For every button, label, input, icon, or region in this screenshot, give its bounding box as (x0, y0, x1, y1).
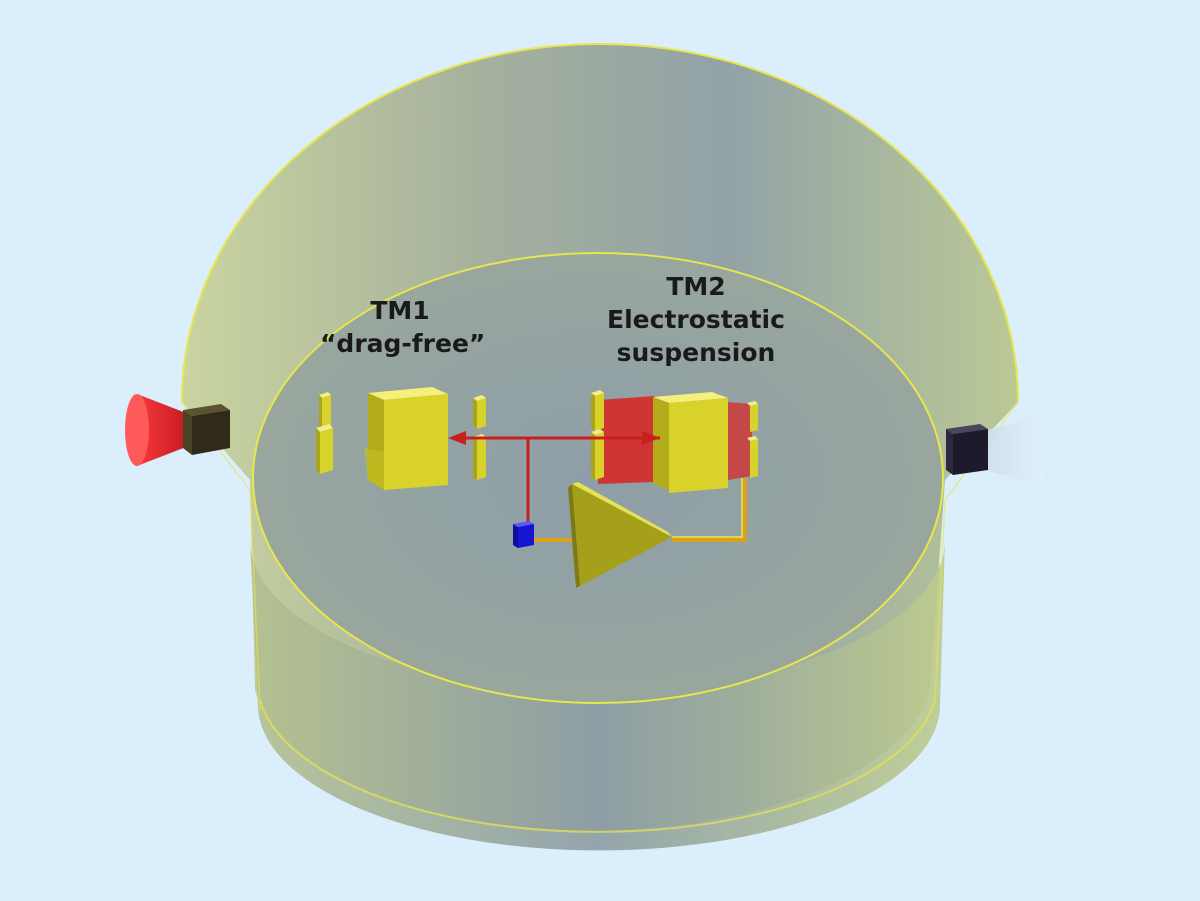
sensor-node (513, 521, 534, 548)
tm2-suspension-field (598, 396, 752, 484)
housing-bottom-rim (259, 699, 936, 833)
tm1-test-mass (364, 387, 448, 490)
tm2-label: TM2 Electrostatic suspension (596, 270, 796, 369)
laser-arrow-right (642, 431, 660, 445)
thruster-right (946, 418, 1045, 486)
tm2-mode-line1: Electrostatic (607, 305, 785, 334)
tm1-label: TM1 “drag-free” (320, 294, 486, 360)
tm1-mode: “drag-free” (320, 329, 486, 358)
tm2-mode-line2: suspension (616, 338, 776, 367)
tm2-test-mass (653, 392, 728, 493)
thruster-left-block (183, 404, 230, 455)
controller-amplifier (568, 482, 672, 588)
housing-outer-rim (181, 43, 1019, 403)
tm1-name: TM1 (370, 296, 430, 325)
housing-inner-rim (252, 252, 944, 704)
tm2-name: TM2 (666, 272, 726, 301)
tm1-right-electrodes (473, 395, 486, 480)
thruster-right-ghost (985, 418, 1045, 486)
laser-arrow-left (448, 431, 466, 445)
tm2-electrodes (591, 390, 758, 480)
laser-beam (448, 431, 660, 528)
thruster-left (125, 394, 230, 466)
tm1-left-electrodes (316, 392, 333, 474)
control-wiring (530, 478, 747, 542)
